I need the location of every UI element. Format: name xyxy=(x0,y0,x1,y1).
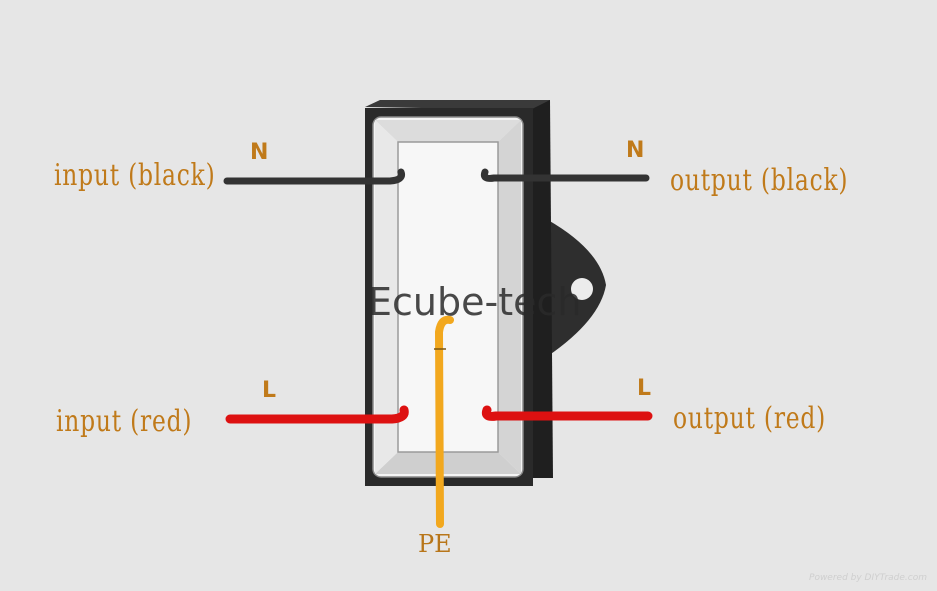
housing-top xyxy=(365,100,550,110)
label-pe: PE xyxy=(418,530,452,558)
bevel-bottom xyxy=(375,452,521,474)
mark-l-left: L xyxy=(262,378,277,403)
wire-input-black xyxy=(223,168,405,185)
credit-text: Powered by DIYTrade.com xyxy=(809,573,927,583)
label-input-red: input (red) xyxy=(56,404,193,439)
bevel-right xyxy=(498,120,521,474)
wire-output-red xyxy=(481,405,653,421)
mounting-hole xyxy=(571,278,593,300)
label-input-black: input (black) xyxy=(54,158,216,193)
label-output-red: output (red) xyxy=(673,401,827,436)
watermark-text: Ecube-tech xyxy=(368,280,582,324)
wire-input-red xyxy=(225,405,409,424)
housing-side xyxy=(528,100,553,478)
mark-n-left: N xyxy=(250,140,269,165)
bevel-top xyxy=(375,120,521,142)
label-output-black: output (black) xyxy=(670,163,849,198)
housing-frame-inner xyxy=(397,141,499,453)
wire-pe xyxy=(434,315,454,528)
bevel-left xyxy=(375,120,398,474)
mark-n-right: N xyxy=(626,138,645,163)
mark-l-right: L xyxy=(637,376,652,401)
wire-output-black xyxy=(480,168,650,182)
